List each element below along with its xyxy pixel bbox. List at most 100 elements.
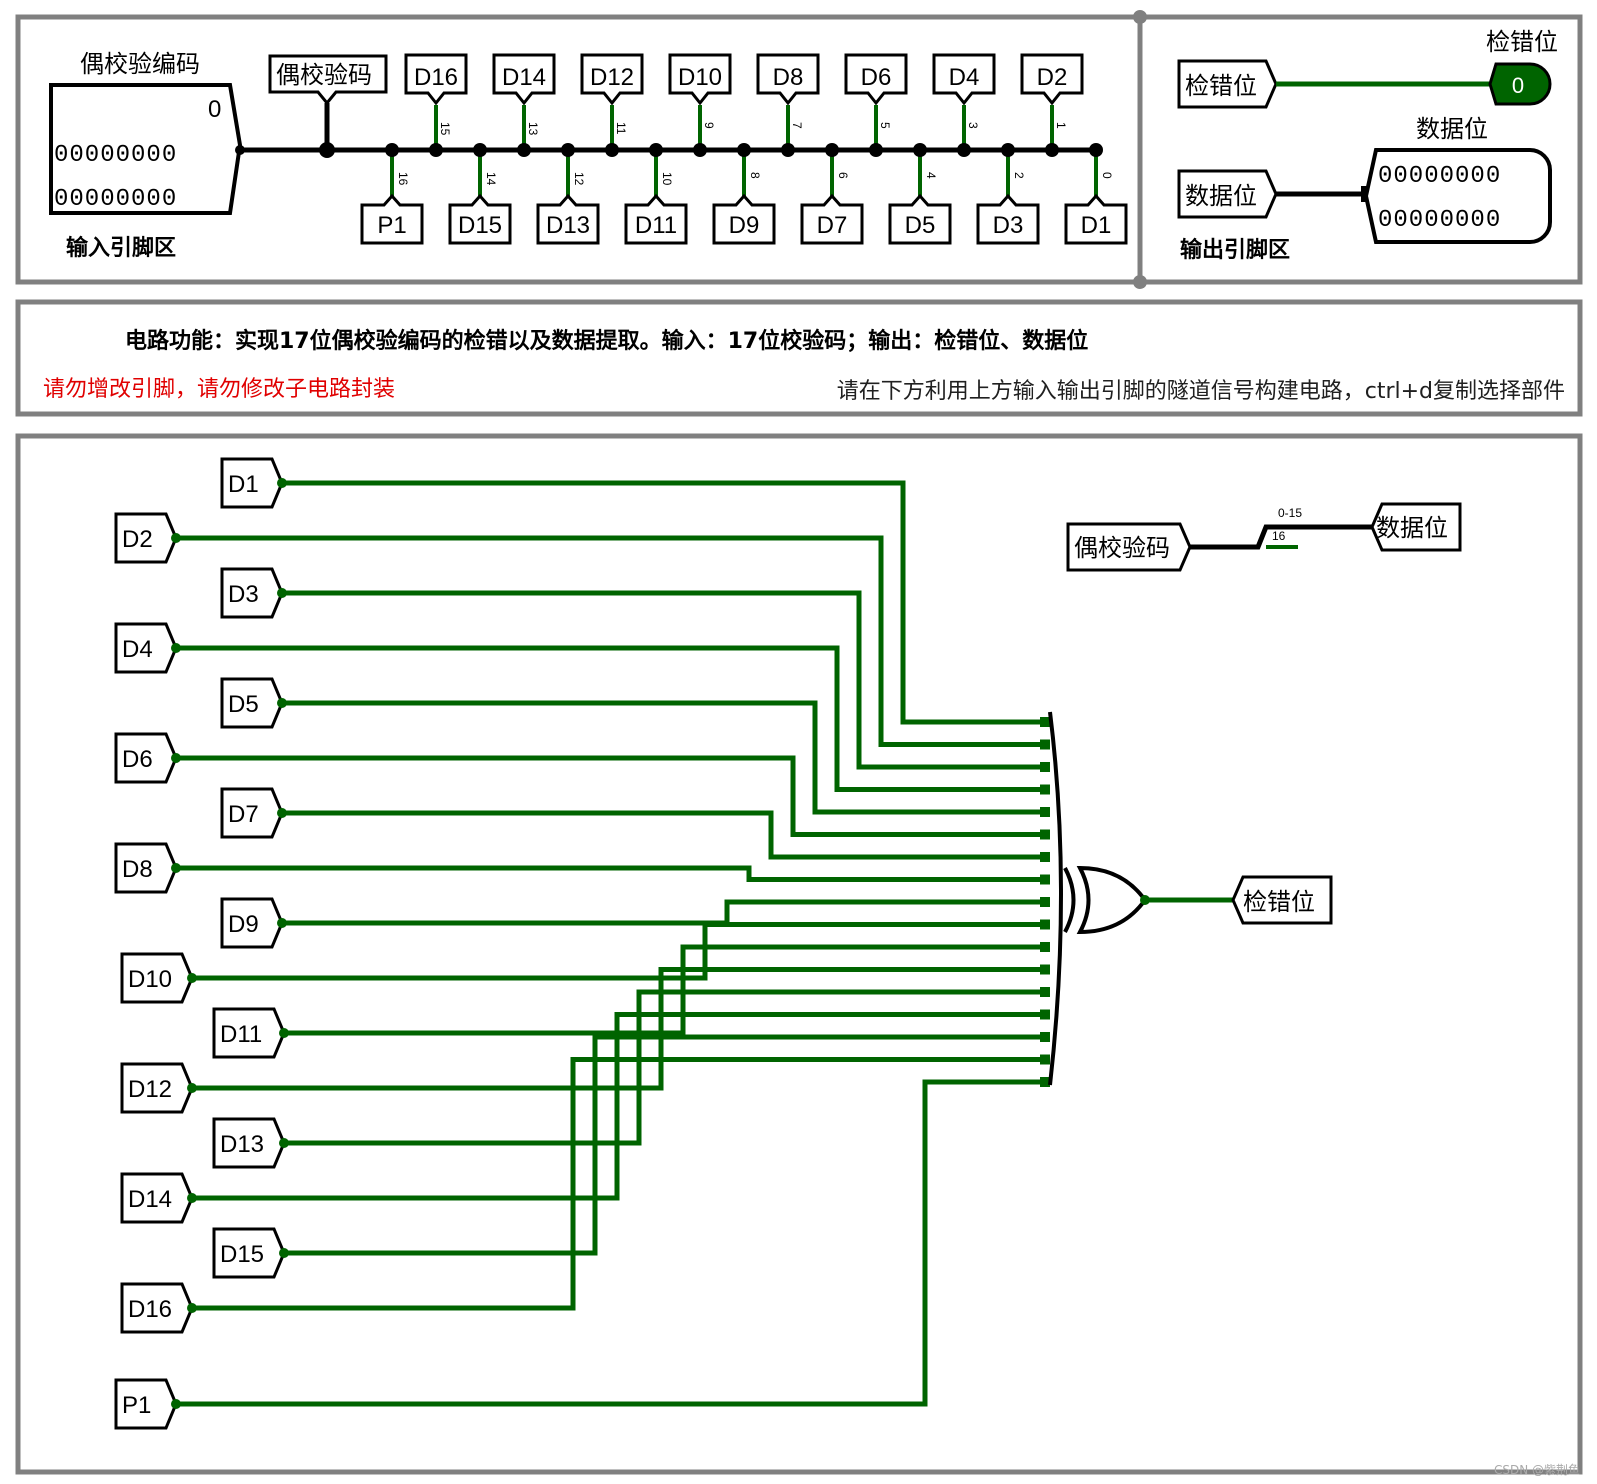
splitter-top-joint-d6 [869, 143, 883, 157]
tunnel-label-d14: D14 [502, 64, 546, 91]
tunnel-d9[interactable]: D9 [712, 193, 776, 245]
tunnel-d3[interactable]: D3 [976, 193, 1040, 245]
tunnel-d4[interactable]: D4 [932, 53, 996, 106]
splitter-bottom-bit-d3: 2 [1012, 172, 1026, 179]
wire-d6 [176, 755, 1050, 837]
tunnel-d6[interactable]: D6 [844, 53, 908, 106]
data-splitter-bus [1190, 524, 1372, 550]
input-tunnel-label-d8: D8 [122, 856, 153, 883]
gate-pin-d5 [1040, 807, 1050, 817]
tunnel-label-d8: D8 [773, 64, 804, 91]
tunnel-d12[interactable]: D12 [580, 53, 644, 106]
xor-output-tunnel-label: 检错位 [1243, 888, 1315, 916]
tunnel-d1[interactable]: D1 [1064, 193, 1128, 245]
input-tunnel-port-d8 [171, 863, 181, 873]
data-splitter-in-tunnel[interactable]: 偶校验码 [1066, 522, 1192, 572]
splitter-bottom-bit-p1: 16 [396, 172, 410, 186]
splitter-bottom-bit-d11: 10 [660, 172, 674, 186]
tunnel-d8[interactable]: D8 [756, 53, 820, 106]
data-splitter-bit: 16 [1272, 529, 1286, 543]
wire-d2 [176, 535, 1050, 747]
wire-d3 [282, 590, 1050, 770]
wire-d5 [282, 700, 1050, 815]
frame-junction-bottom [1133, 275, 1147, 289]
input-tunnel-d2[interactable]: D2 [114, 512, 181, 564]
tunnel-d11[interactable]: D11 [624, 193, 688, 245]
gate-pin-d15 [1040, 1032, 1050, 1042]
input-tunnel-d16[interactable]: D16 [120, 1282, 197, 1334]
splitter-bottom-joint-p1 [385, 143, 399, 157]
gate-pin-d7 [1040, 852, 1050, 862]
input-tunnel-label-d3: D3 [228, 581, 259, 608]
gate-pin-d10 [1040, 919, 1050, 930]
splitter-top-bit-d12: 11 [614, 122, 628, 135]
data-output-tunnel[interactable]: 数据位 [1177, 169, 1278, 219]
input-tunnel-d15[interactable]: D15 [212, 1227, 289, 1279]
xor-output-tunnel[interactable]: 检错位 [1231, 875, 1333, 925]
input-tunnel-port-d1 [277, 478, 287, 488]
gate-pin-d14 [1040, 1009, 1050, 1020]
tunnel-label-d15: D15 [458, 212, 502, 239]
error-output-tunnel[interactable]: 检错位 [1177, 59, 1278, 109]
error-output-pin-title: 检错位 [1486, 28, 1558, 56]
splitter-bottom-joint-d9 [737, 143, 751, 157]
input-tunnel-d7[interactable]: D7 [220, 787, 287, 839]
input-tunnel-d9[interactable]: D9 [220, 897, 287, 949]
input-tunnel-port-d7 [277, 808, 287, 818]
xor-gate[interactable] [1048, 711, 1148, 1086]
input-tunnel-port-d10 [187, 973, 197, 983]
input-tunnel-d6[interactable]: D6 [114, 732, 181, 784]
input-tunnel-d14[interactable]: D14 [120, 1172, 197, 1224]
input-tunnel-d12[interactable]: D12 [120, 1062, 197, 1114]
splitter-top-bit-d14: 13 [526, 122, 540, 136]
tunnel-d5[interactable]: D5 [888, 193, 952, 245]
input-tunnel-label-d6: D6 [122, 746, 153, 773]
output-area-frame [1137, 14, 1583, 285]
data-splitter-out-tunnel[interactable]: 数据位 [1370, 502, 1462, 552]
wire-d1 [282, 480, 1050, 725]
tunnel-d14[interactable]: D14 [492, 53, 556, 106]
error-output-tunnel-label: 检错位 [1185, 72, 1257, 100]
parity-input-pin[interactable]: 偶校验编码 0 00000000 00000000 [49, 50, 243, 215]
parity-input-pin-value: 0 [208, 96, 221, 123]
input-tunnel-label-d16: D16 [128, 1296, 172, 1323]
input-tunnel-d3[interactable]: D3 [220, 567, 287, 619]
splitter-bottom-joint-d3 [1001, 143, 1015, 157]
input-tunnel-d1[interactable]: D1 [220, 457, 287, 509]
input-tunnel-d5[interactable]: D5 [220, 677, 287, 729]
function-text: 电路功能：实现17位偶校验编码的检错以及数据提取。输入：17位校验码；输出：检错… [125, 328, 1088, 354]
gate-pin-d9 [1040, 897, 1050, 907]
hint-text: 请在下方利用上方输入输出引脚的隧道信号构建电路，ctrl+d复制选择部件 [837, 379, 1565, 404]
input-tunnel-label-d4: D4 [122, 636, 153, 663]
splitter-bottom-bit-d9: 8 [748, 172, 762, 179]
input-tunnels: D1D2D3D4D5D6D7D8D9D10D11D12D13D14D15D16P… [114, 457, 289, 1430]
tunnel-d2[interactable]: D2 [1020, 53, 1084, 106]
tunnel-d7[interactable]: D7 [800, 193, 864, 245]
tunnel-d10[interactable]: D10 [668, 53, 732, 106]
input-tunnel-d13[interactable]: D13 [212, 1117, 289, 1169]
gate-pin-d1 [1040, 717, 1050, 727]
gate-pin-d11 [1040, 942, 1050, 952]
splitter-bottom-joint-d11 [649, 143, 663, 157]
tunnel-d16[interactable]: D16 [404, 53, 468, 106]
input-tunnel-port-d5 [277, 698, 287, 708]
tunnel-label-d9: D9 [729, 212, 760, 239]
tunnel-label-d2: D2 [1037, 64, 1068, 91]
wire-d8 [176, 865, 1050, 882]
tunnel-label-d13: D13 [546, 212, 590, 239]
tunnel-d15[interactable]: D15 [448, 193, 512, 245]
splitter-top-joint-d8 [781, 143, 795, 157]
parity-bus-tunnel[interactable]: 偶校验码 [268, 54, 388, 106]
input-tunnel-label-d14: D14 [128, 1186, 172, 1213]
splitter-bottom-joint-d15 [473, 143, 487, 157]
input-tunnel-d11[interactable]: D11 [212, 1007, 289, 1059]
tunnel-label-p1: P1 [377, 212, 406, 239]
input-tunnel-label-d12: D12 [128, 1076, 172, 1103]
input-tunnel-d8[interactable]: D8 [114, 842, 181, 894]
input-tunnel-p1[interactable]: P1 [114, 1378, 181, 1430]
input-tunnel-d10[interactable]: D10 [120, 952, 197, 1004]
wire-p1 [176, 1079, 1050, 1407]
tunnel-p1[interactable]: P1 [360, 193, 424, 245]
input-tunnel-d4[interactable]: D4 [114, 622, 181, 674]
tunnel-d13[interactable]: D13 [536, 193, 600, 245]
